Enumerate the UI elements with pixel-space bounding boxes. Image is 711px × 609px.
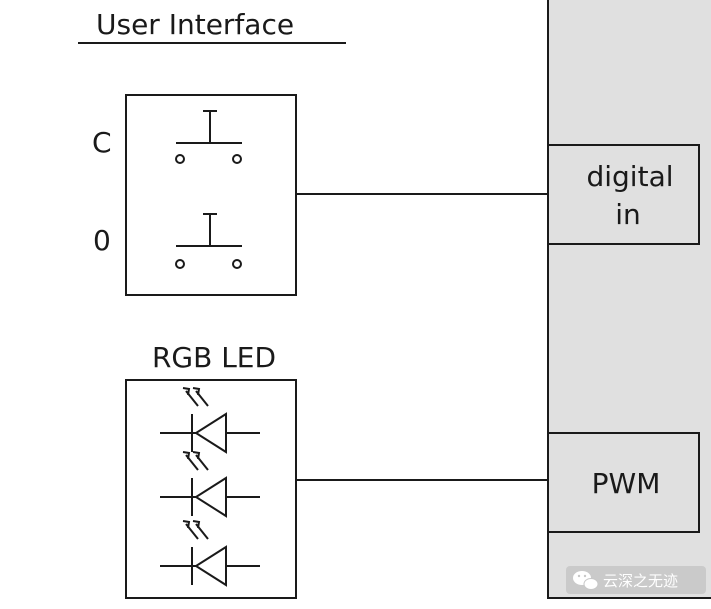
button-label-0: 0	[93, 224, 111, 257]
section-title: User Interface	[96, 8, 294, 41]
digital-in-label-line2: in	[615, 198, 641, 231]
push-button-0-symbol	[175, 213, 242, 269]
led-blue-symbol	[160, 520, 260, 587]
wechat-icon	[573, 571, 599, 590]
push-button-c-symbol	[175, 110, 242, 164]
led-red-symbol	[160, 387, 260, 454]
rgb-led-title: RGB LED	[152, 341, 276, 374]
pwm-label: PWM	[592, 467, 661, 500]
led-green-symbol	[160, 451, 260, 518]
digital-in-label-line1: digital	[586, 160, 673, 193]
watermark-text: 云深之无迹	[603, 572, 678, 590]
digital-in-port	[547, 144, 700, 245]
pwm-port	[547, 432, 700, 533]
button-label-c: C	[92, 126, 112, 159]
watermark: 云深之无迹	[566, 566, 706, 594]
